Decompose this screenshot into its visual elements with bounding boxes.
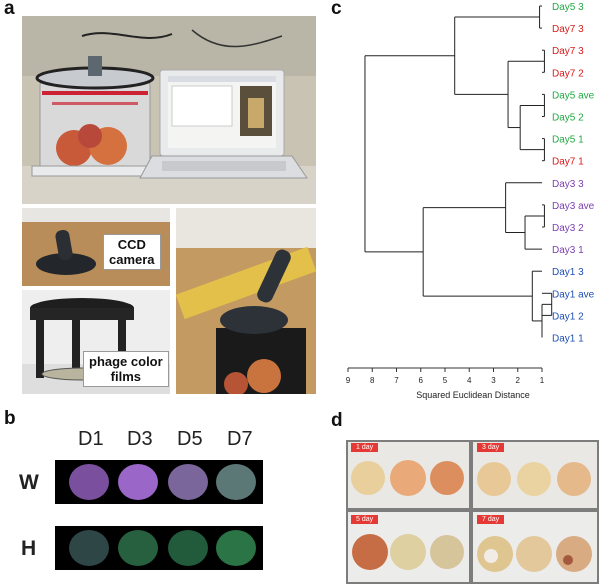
leaf-label: Day5 2 [552,113,584,124]
leaf-label: Day1 1 [552,334,584,345]
leaf-label: Day1 2 [552,311,584,322]
leaf-label: Day3 3 [552,179,584,190]
film-spot-w-d3 [118,464,158,500]
day-tag-7: 7 day [477,515,505,524]
x-axis-tick-label: 7 [394,376,399,385]
panel-label-a: a [4,0,15,19]
film-spot-h-d5 [168,530,208,566]
dendrogram-branches [364,5,553,338]
day-tag-3: 3 day [477,443,505,452]
leaf-label: Day1 3 [552,267,584,278]
film-spot-w-d1 [69,464,109,500]
color-strip-w [55,460,263,504]
x-axis-tick-label: 5 [443,376,448,385]
panel-label-c: c [331,0,342,19]
leaf-label: Day5 3 [552,2,584,13]
leaf-label: Day1 ave [552,289,595,300]
leaf-label: Day3 1 [552,245,584,256]
leaf-label: Day3 2 [552,223,584,234]
peach-grid-illustration [346,440,599,584]
dendrogram-chart: 9 8 7 6 5 4 3 2 1 Squared Euclidean Distance Day… [346,2,595,400]
leaf-label: Day7 3 [552,46,584,57]
callout-films-text: phage color films [89,354,163,384]
row-label-h: H [21,537,37,560]
x-axis-title: Squared Euclidean Distance [416,390,530,400]
x-axis-tick-label: 9 [346,376,351,385]
peach-photo-grid: 1 day 3 day 5 day 7 day [346,440,599,584]
leaf-label: Day7 2 [552,68,584,79]
day-tag-1: 1 day [351,443,379,452]
leaf-label: Day5 ave [552,90,595,101]
camera-box-illustration [176,208,316,394]
setup-illustration [22,16,316,204]
panel-label-b: b [4,408,16,429]
row-label-w: W [19,471,39,494]
callout-ccd-camera: CCD camera [103,234,161,270]
x-axis-tick-label: 4 [467,376,472,385]
color-strip-h [55,526,263,570]
leaf-label: Day3 ave [552,201,595,212]
day-tag-5: 5 day [351,515,379,524]
x-axis-tick-label: 6 [419,376,424,385]
col-label-d5: D5 [177,428,203,450]
callout-phage-films: phage color films [83,351,169,387]
film-spot-w-d5 [168,464,208,500]
leaf-label: Day5 1 [552,135,584,146]
x-axis-tick-label: 1 [540,376,545,385]
x-axis-tick-label: 2 [516,376,521,385]
x-axis-tick-label: 8 [370,376,375,385]
x-axis-tick-label: 3 [491,376,496,385]
col-label-d1: D1 [78,428,104,450]
leaf-label: Day7 3 [552,24,584,35]
film-spot-h-d7 [216,530,256,566]
x-axis-ticks: 9 8 7 6 5 4 3 2 1 [346,368,545,385]
photo-setup-main [22,16,316,204]
panel-label-d: d [331,410,343,431]
col-label-d7: D7 [227,428,253,450]
callout-ccd-text: CCD camera [109,237,155,267]
leaf-label: Day7 1 [552,157,584,168]
film-spot-w-d7 [216,464,256,500]
film-spot-h-d3 [118,530,158,566]
col-label-d3: D3 [127,428,153,450]
film-spot-h-d1 [69,530,109,566]
photo-camera-over-box [176,208,316,394]
